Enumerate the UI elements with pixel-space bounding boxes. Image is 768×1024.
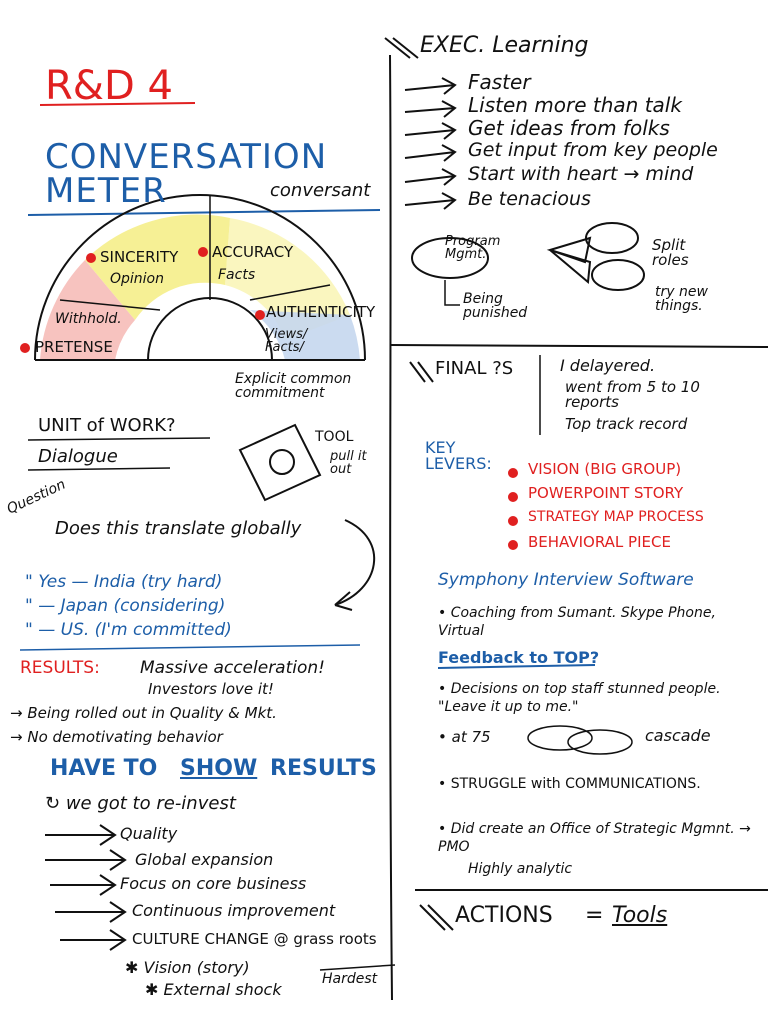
- lever-dot-4: [508, 540, 518, 550]
- final-item-3: Top track record: [565, 415, 688, 433]
- vision-item: ✱ Vision (story): [125, 958, 250, 977]
- struggle: • STRUGGLE with COMMUNICATIONS.: [438, 776, 701, 792]
- final-label: FINAL ?S: [435, 358, 514, 379]
- lever-dot-2: [508, 492, 518, 502]
- program-mgmt: Program Mgmt.: [445, 234, 501, 262]
- show: SHOW: [180, 756, 258, 781]
- lever-4: BEHAVIORAL PIECE: [528, 533, 671, 551]
- split-roles: Split roles: [652, 236, 689, 269]
- result-bullet-2-text: No demotivating behavior: [27, 728, 223, 746]
- tool-label: TOOL: [315, 429, 354, 445]
- office: • Did create an Office of Strategic Mgmn…: [438, 821, 751, 855]
- struggle-text: STRUGGLE with COMMUNICATIONS.: [450, 776, 701, 792]
- question-label: Question: [4, 476, 69, 518]
- meter-authenticity: AUTHENTICITY: [266, 303, 376, 321]
- result-bullet-2: → No demotivating behavior: [10, 728, 223, 746]
- symphony: Symphony Interview Software: [438, 570, 694, 590]
- final-item-1: I delayered.: [560, 356, 656, 375]
- page-title: R&D 4: [45, 63, 173, 109]
- external-text: External shock: [163, 980, 282, 999]
- actions: ACTIONS: [455, 903, 553, 928]
- results-line2: Investors love it!: [148, 680, 274, 698]
- lever-2: POWERPOINT STORY: [528, 484, 684, 502]
- meter-sincerity: SINCERITY: [100, 248, 179, 266]
- exec-title: EXEC. Learning: [420, 33, 589, 58]
- invest-item-4: Continuous improvement: [132, 901, 336, 920]
- meter-withhold: Withhold.: [55, 311, 122, 327]
- exec-item-5: Start with heart → mind: [468, 163, 694, 185]
- at75-text: at 75: [451, 728, 491, 746]
- pretense-dot: [20, 343, 30, 353]
- decisions: • Decisions on top staff stunned people.…: [438, 681, 721, 715]
- feedback-to-top: Feedback to TOP?: [438, 648, 600, 667]
- lever-3: STRATEGY MAP PROCESS: [528, 509, 704, 525]
- meter-subtitle: conversant: [270, 180, 371, 201]
- office-text: Did create an Office of Strategic Mgmnt.…: [438, 821, 751, 855]
- meter-accuracy: ACCURACY: [212, 243, 294, 261]
- answer-1: " Yes — India (try hard): [25, 572, 223, 592]
- reinvest: ↻ we got to re-invest: [45, 793, 236, 814]
- key-levers: KEY LEVERS:: [425, 438, 492, 473]
- at-75: • at 75: [438, 728, 491, 746]
- lever-dot-1: [508, 468, 518, 478]
- lever-1: VISION (BIG GROUP): [528, 460, 682, 478]
- meter-pretense: PRETENSE: [35, 338, 113, 356]
- invest-item-2: Global expansion: [135, 850, 274, 869]
- pull-it-out: pull it out: [330, 449, 367, 477]
- invest-item-1: Quality: [120, 824, 178, 843]
- analytic: Highly analytic: [468, 861, 573, 877]
- answer-2: " — Japan (considering): [25, 596, 226, 616]
- accuracy-dot: [198, 247, 208, 257]
- meter-explicit: Explicit common commitment: [235, 371, 352, 401]
- results-line1: Massive acceleration!: [140, 658, 325, 678]
- external-item: ✱ External shock: [145, 980, 282, 999]
- invest-item-5: CULTURE CHANGE @ grass roots: [132, 930, 377, 948]
- question-text: Does this translate globally: [55, 518, 302, 539]
- invest-item-3: Focus on core business: [120, 874, 307, 893]
- meter-accuracy-sub: Facts: [218, 267, 256, 283]
- try-new-things: try new things.: [655, 284, 708, 314]
- results-word: RESULTS: [270, 756, 377, 781]
- coaching-text: Coaching from Sumant. Skype Phone, Virtu…: [438, 605, 716, 639]
- answer-3: " — US. (I'm committed): [25, 620, 232, 640]
- sincerity-dot: [86, 253, 96, 263]
- result-bullet-1: → Being rolled out in Quality & Mkt.: [10, 704, 277, 722]
- reinvest-text: we got to re-invest: [65, 793, 236, 814]
- exec-item-1: Faster: [468, 70, 531, 94]
- final-item-2: went from 5 to 10 reports: [565, 378, 700, 411]
- cascade: cascade: [645, 726, 711, 745]
- hardest: Hardest: [322, 971, 378, 987]
- meter-sincerity-sub: Opinion: [110, 271, 164, 287]
- equals-sign: =: [585, 903, 604, 928]
- tools: Tools: [612, 903, 668, 928]
- coaching: • Coaching from Sumant. Skype Phone, Vir…: [438, 605, 716, 639]
- lever-dot-3: [508, 516, 518, 526]
- authenticity-dot: [255, 310, 265, 320]
- exec-item-2: Listen more than talk: [468, 93, 682, 117]
- have-to: HAVE TO: [50, 756, 158, 781]
- meter-heading: CONVERSATION METER: [45, 137, 328, 211]
- exec-item-3: Get ideas from folks: [468, 116, 670, 140]
- results-label: RESULTS:: [20, 658, 100, 678]
- exec-item-4: Get input from key people: [468, 139, 718, 161]
- vision-text: Vision (story): [143, 958, 250, 977]
- exec-item-6: Be tenacious: [468, 188, 591, 210]
- result-bullet-1-text: Being rolled out in Quality & Mkt.: [27, 704, 277, 722]
- meter-authenticity-sub: Views/ Facts/: [265, 327, 308, 355]
- decisions-text: Decisions on top staff stunned people. "…: [438, 681, 721, 715]
- dialogue: Dialogue: [38, 446, 118, 467]
- being-punished: Being punished: [463, 291, 528, 321]
- unit-of-work: UNIT of WORK?: [38, 415, 176, 436]
